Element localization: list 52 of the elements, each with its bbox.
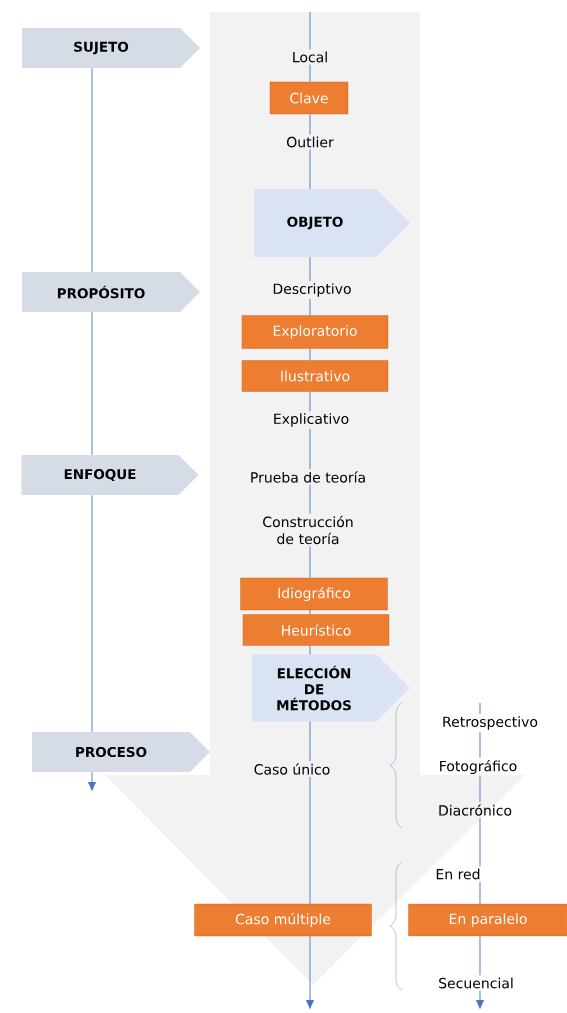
item-text: Retrospectivo xyxy=(443,716,538,730)
connector-line xyxy=(309,721,311,762)
highlight-box: En paralelo xyxy=(408,903,567,937)
highlight-box: Ilustrativo xyxy=(241,360,389,392)
chevron-label: PROCESO xyxy=(32,732,210,772)
connector-line xyxy=(309,11,311,50)
chevron-label: SUJETO xyxy=(22,28,200,68)
connector-line xyxy=(91,311,93,456)
chevron-label: ENFOQUE xyxy=(21,455,199,495)
connector-line xyxy=(309,64,311,83)
highlight-box: Exploratorio xyxy=(241,315,389,349)
connector-line xyxy=(309,645,311,655)
item-text: Explicativo xyxy=(274,413,349,427)
connector-line xyxy=(309,545,311,579)
item-text: Prueba de teoría xyxy=(251,471,365,483)
connector-line xyxy=(309,348,311,361)
highlight-box: Idiográfico xyxy=(240,577,388,611)
arrow xyxy=(305,935,315,1009)
item-text: Fotográfico xyxy=(440,759,517,775)
connector-line xyxy=(309,484,311,515)
connector-line xyxy=(309,428,311,470)
connector-line xyxy=(309,391,311,412)
highlight-box: Caso múltiple xyxy=(194,903,372,937)
connector-line xyxy=(309,609,311,615)
connector-line xyxy=(309,256,311,282)
chevron-heading: OBJETO xyxy=(254,189,410,257)
highlight-box: Heurístico xyxy=(242,614,390,646)
connector-line xyxy=(479,935,481,976)
highlight-box: Clave xyxy=(269,81,349,115)
item-text: Outlier xyxy=(287,136,334,148)
item-text: Secuencial xyxy=(439,977,513,989)
connector-line xyxy=(309,776,311,905)
item-text: Caso único xyxy=(254,763,330,775)
connector-line xyxy=(309,149,311,190)
chevron-label: PROPÓSITO xyxy=(22,272,200,312)
connector-line xyxy=(479,731,481,759)
connector-line xyxy=(91,494,93,733)
connector-line xyxy=(479,702,481,715)
connector-line xyxy=(479,775,481,803)
item-text: En red xyxy=(436,868,480,880)
item-text: Local xyxy=(293,51,327,63)
item-text: Descriptivo xyxy=(273,283,351,297)
connector-line xyxy=(479,817,481,867)
item-text: Diacrónico xyxy=(439,804,512,816)
arrow xyxy=(475,990,485,1009)
arrow xyxy=(87,771,97,791)
connector-line xyxy=(309,298,311,316)
connector-line xyxy=(479,881,481,905)
item-text: Construcción de teoría xyxy=(263,515,353,545)
connector-line xyxy=(91,67,93,273)
chevron-heading: ELECCIÓN DE MÉTODOS xyxy=(251,654,410,722)
connector-line xyxy=(309,113,311,135)
